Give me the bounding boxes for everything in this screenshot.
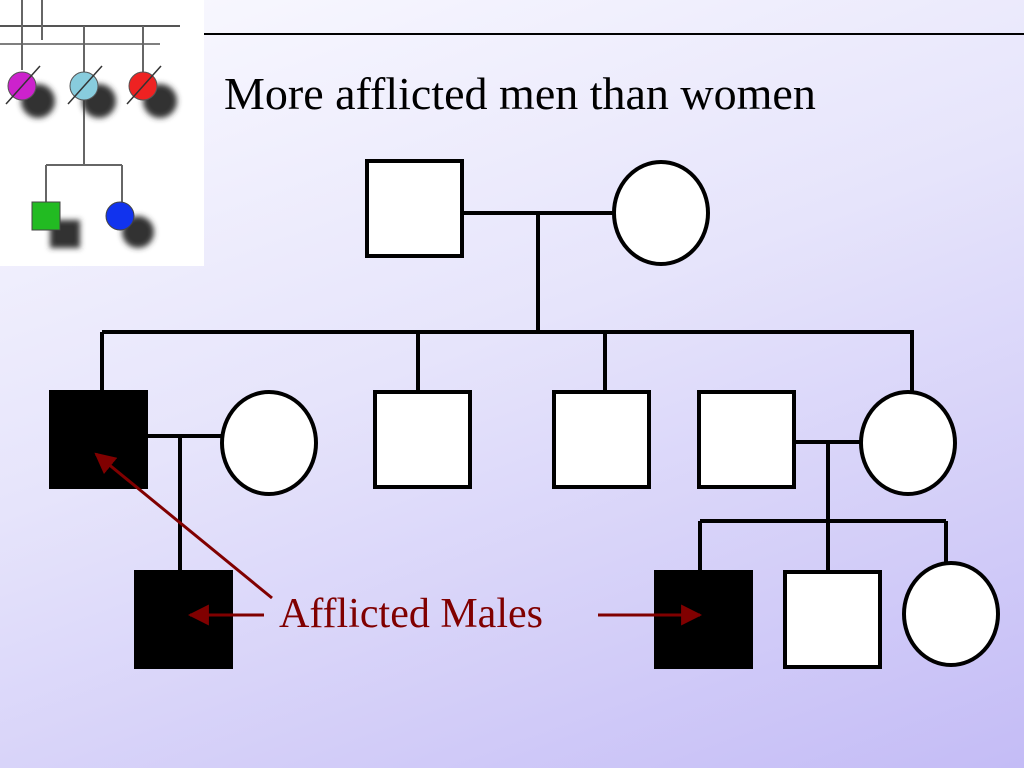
gen3-affected-male-left	[134, 570, 233, 669]
pedigree-lines	[100, 211, 948, 572]
gen1-mother	[612, 160, 710, 266]
gen2-male	[552, 390, 651, 489]
gen3-male	[783, 570, 882, 669]
callout-arrows	[94, 452, 703, 626]
gen3-affected-male-right	[654, 570, 753, 669]
gen2-spouse-male	[697, 390, 796, 489]
gen1-father	[365, 159, 464, 258]
gen2-male	[373, 390, 472, 489]
pedigree-individuals	[49, 159, 1000, 669]
gen2-female	[859, 390, 957, 496]
pedigree-logo-icon	[0, 0, 204, 266]
afflicted-males-label: Afflicted Males	[279, 591, 543, 637]
arrow-to-gen2-affected	[94, 452, 273, 600]
gen3-female	[902, 561, 1000, 667]
slide-title: More afflicted men than women	[224, 68, 816, 119]
gen2-spouse-female	[220, 390, 318, 496]
gen2-affected-male	[49, 390, 148, 489]
